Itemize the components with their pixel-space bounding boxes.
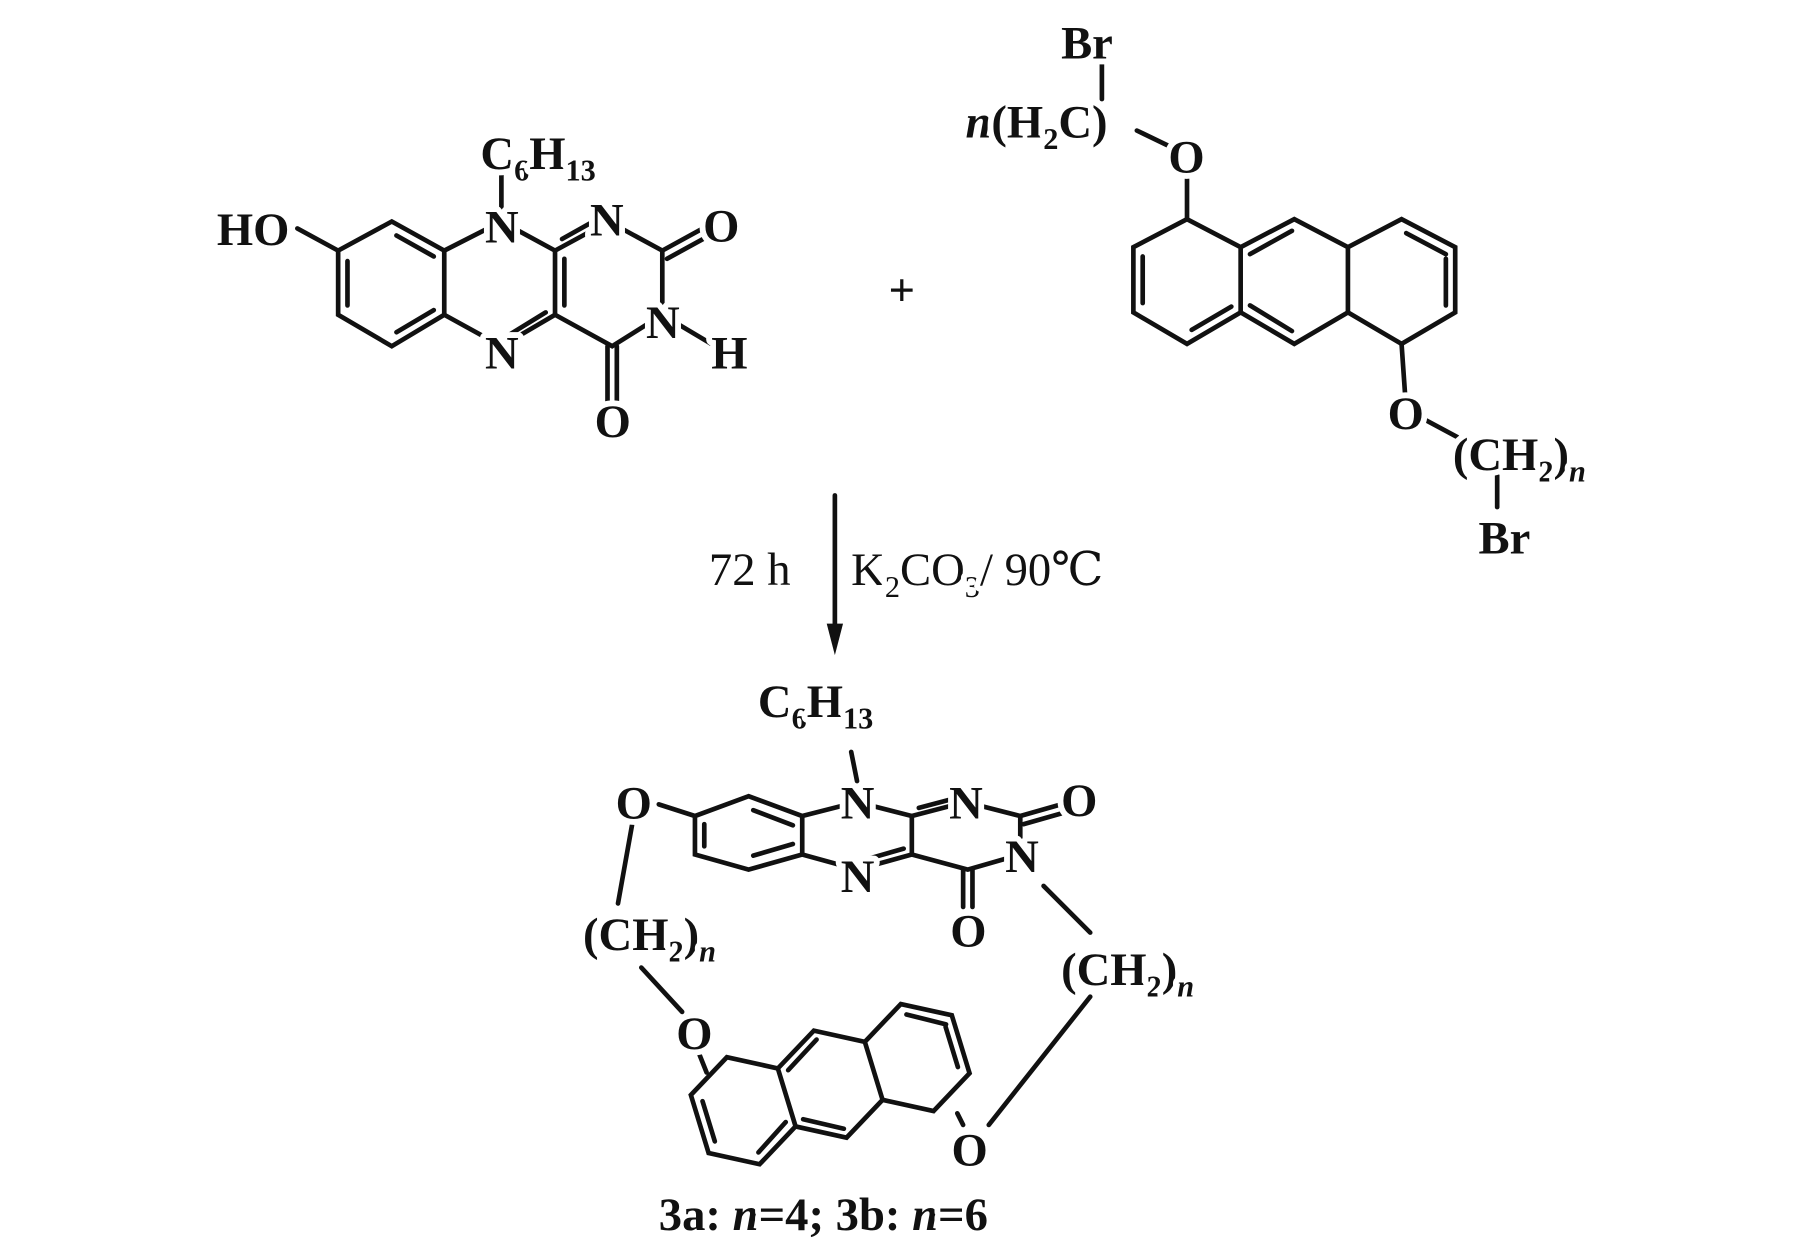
product-anthracene (688, 1001, 973, 1167)
reactant-flavin: C6H13 HO N N N N H O O (211, 122, 753, 454)
flavin-bonds (295, 172, 719, 405)
product-atom-n3: N (1005, 831, 1039, 883)
atom-n3: N (646, 297, 680, 349)
bromine-top: Br (1061, 17, 1113, 69)
atom-n10: N (485, 201, 519, 253)
product-atom-o-flavin: O (616, 777, 652, 829)
bromine-bottom: Br (1479, 513, 1531, 565)
product-atom-o4: O (950, 906, 986, 958)
atom-o-bottom: O (1388, 388, 1424, 440)
product-caption: 3a: n=4; 3b: n=6 (659, 1189, 988, 1241)
reaction-arrow (826, 493, 844, 656)
reaction-time: 72 h (709, 544, 791, 596)
product-atom-o2: O (1061, 775, 1097, 827)
atom-o-top: O (1168, 132, 1204, 184)
product-chain-right: (CH2)n (1061, 944, 1194, 1004)
atom-h3: H (711, 327, 747, 379)
chain-top-label: n(H2C) (965, 97, 1107, 157)
product-atom-o-anth-left: O (676, 1008, 712, 1060)
hydroxyl-label: HO (217, 204, 290, 256)
reaction-reagents: K2CO3/ 90℃ (851, 544, 1103, 604)
product-atom-n1: N (949, 777, 983, 829)
product-hexyl-label: C6H13 (758, 676, 873, 736)
product-bonds (615, 749, 1093, 1167)
atom-n5: N (485, 327, 519, 379)
plus-sign: + (889, 264, 916, 316)
anthracene-bonds (1099, 61, 1500, 510)
product-atom-n10: N (841, 777, 875, 829)
atom-o2: O (703, 200, 739, 252)
product-atom-o-anth-right: O (951, 1125, 987, 1177)
hexyl-label: C6H13 (480, 128, 595, 188)
product-atom-n5: N (841, 851, 875, 903)
chain-bottom-label: (CH2)n (1453, 429, 1586, 489)
atom-n1: N (590, 194, 624, 246)
atom-o4: O (595, 396, 631, 448)
product-chain-left: (CH2)n (583, 909, 716, 969)
reactant-anthracene: Br n(H2C) O O (CH2)n Br (960, 11, 1592, 570)
product-macrocycle: C6H13 O N N N N O O (CH2)n (CH2)n O O (577, 670, 1200, 1182)
